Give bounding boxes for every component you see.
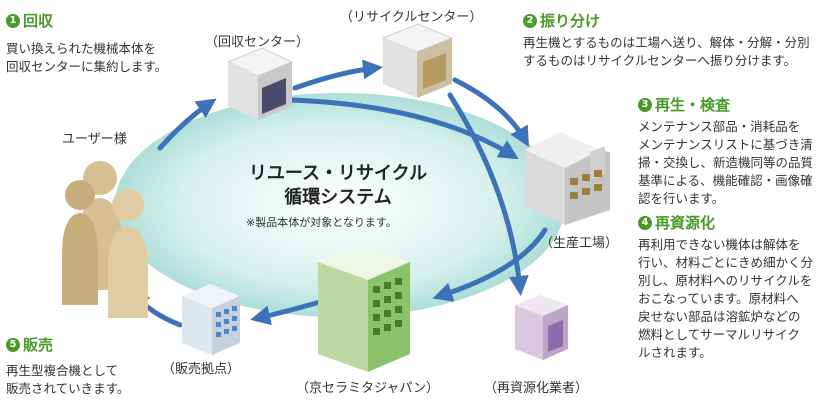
arrow-factory-to-kyocera: [432, 227, 548, 302]
step3-desc-line: メンテナンス部品・消耗品を: [638, 119, 801, 134]
step5-desc-line: 販売されていきます。: [6, 381, 130, 396]
center-title-line1: リユース・リサイクル: [248, 163, 428, 184]
arrow-users-to-collection: [157, 98, 217, 151]
center-title: リユース・リサイクル 循環システム: [248, 162, 428, 210]
step3-title-text: 再生・検査: [655, 96, 731, 114]
step4-desc-line: 別し、原材料へのリサイクルを: [638, 273, 813, 288]
step4-desc-line: 再利用できない機体は解体を: [638, 237, 801, 252]
step5-number: 5: [6, 337, 20, 352]
step1-title: 1 回収: [6, 10, 53, 31]
step4-title: 4 再資源化: [638, 212, 715, 233]
collection-center-building-icon: [226, 47, 294, 120]
step5-title: 5 販売: [6, 334, 53, 355]
step4-desc-line: おこなっています。原材料へ: [638, 291, 799, 306]
step4-desc-line: ルされます。: [638, 345, 712, 360]
collection-center-label: （回収センター）: [205, 35, 310, 50]
factory-building-icon: [525, 132, 610, 225]
step1-number: 1: [6, 13, 20, 28]
factory-label: （生産工場）: [540, 236, 619, 251]
step5-desc-line: 再生型複合機として: [6, 363, 119, 378]
step4-desc-line: 行い、材料ごとにきめ細かく分: [638, 255, 814, 270]
recycle-center-building-icon: [381, 23, 454, 98]
arrow-recycle-to-factory: [452, 77, 529, 147]
step4-description: 再利用できない機体は解体を 行い、材料ごとにきめ細かく分 別し、原材料へのリサイ…: [638, 236, 813, 362]
step2-title: 2 振り分け: [523, 10, 600, 31]
cycle-ellipse: [115, 93, 565, 317]
kyocera-label: （京セラミタジャパン）: [296, 381, 440, 396]
users-label: ユーザー様: [62, 132, 127, 147]
step1-desc-line: 回収センターに集約します。: [6, 59, 168, 74]
step5-title-text: 販売: [23, 336, 54, 354]
step3-desc-line: 認を行います。: [638, 191, 725, 206]
step3-title: 3 再生・検査: [638, 94, 730, 115]
step4-desc-line: 燃料としてサーマルリサイク: [638, 327, 800, 342]
sales-base-building-icon: [182, 284, 240, 355]
step4-title-text: 再資源化: [655, 214, 716, 232]
arrow-collection-to-factory: [287, 97, 519, 160]
arrow-recycle-to-recycling-company: [447, 92, 529, 296]
recycling-company-building-icon: [515, 295, 568, 360]
step3-desc-line: メンテナンスリストに基づき清: [638, 137, 813, 152]
step3-number: 3: [638, 97, 652, 112]
step3-desc-line: 掃・交換し、新造機同等の品質: [638, 155, 814, 170]
step2-number: 2: [523, 13, 537, 28]
cycle-arrows: [129, 59, 548, 328]
step1-title-text: 回収: [23, 12, 54, 30]
recycle-center-label: （リサイクルセンター）: [340, 10, 483, 25]
step4-desc-line: 戻せない部品は溶鉱炉などの: [638, 309, 801, 324]
recycling-company-label: （再資源化業者）: [484, 381, 589, 396]
step3-description: メンテナンス部品・消耗品を メンテナンスリストに基づき清 掃・交換し、新造機同等…: [638, 118, 813, 208]
step1-desc-line: 買い換えられた機械本体を: [6, 41, 157, 56]
step1-description: 買い換えられた機械本体を 回収センターに集約します。: [6, 40, 167, 76]
step2-desc-line: 再生機とするものは工場へ送り、解体・分解・分別: [523, 35, 810, 50]
step3-desc-line: 基準による、機能確認・画像確: [638, 173, 813, 188]
step4-number: 4: [638, 215, 652, 230]
arrow-kyocera-to-sales: [250, 299, 323, 326]
arrow-collection-to-recycle: [292, 59, 383, 91]
kyocera-building-icon: [318, 245, 410, 372]
sales-base-label: （販売拠点）: [162, 362, 241, 377]
step2-description: 再生機とするものは工場へ送り、解体・分解・分別 するものはリサイクルセンターへ振…: [523, 34, 810, 70]
step2-title-text: 振り分け: [540, 12, 601, 30]
step2-desc-line: するものはリサイクルセンターへ振り分けます。: [523, 53, 797, 68]
center-note: ※製品本体が対象となります。: [246, 216, 397, 229]
center-title-line2: 循環システム: [284, 187, 392, 208]
step5-description: 再生型複合機として 販売されていきます。: [6, 362, 129, 398]
users-people-icon: [62, 161, 148, 318]
